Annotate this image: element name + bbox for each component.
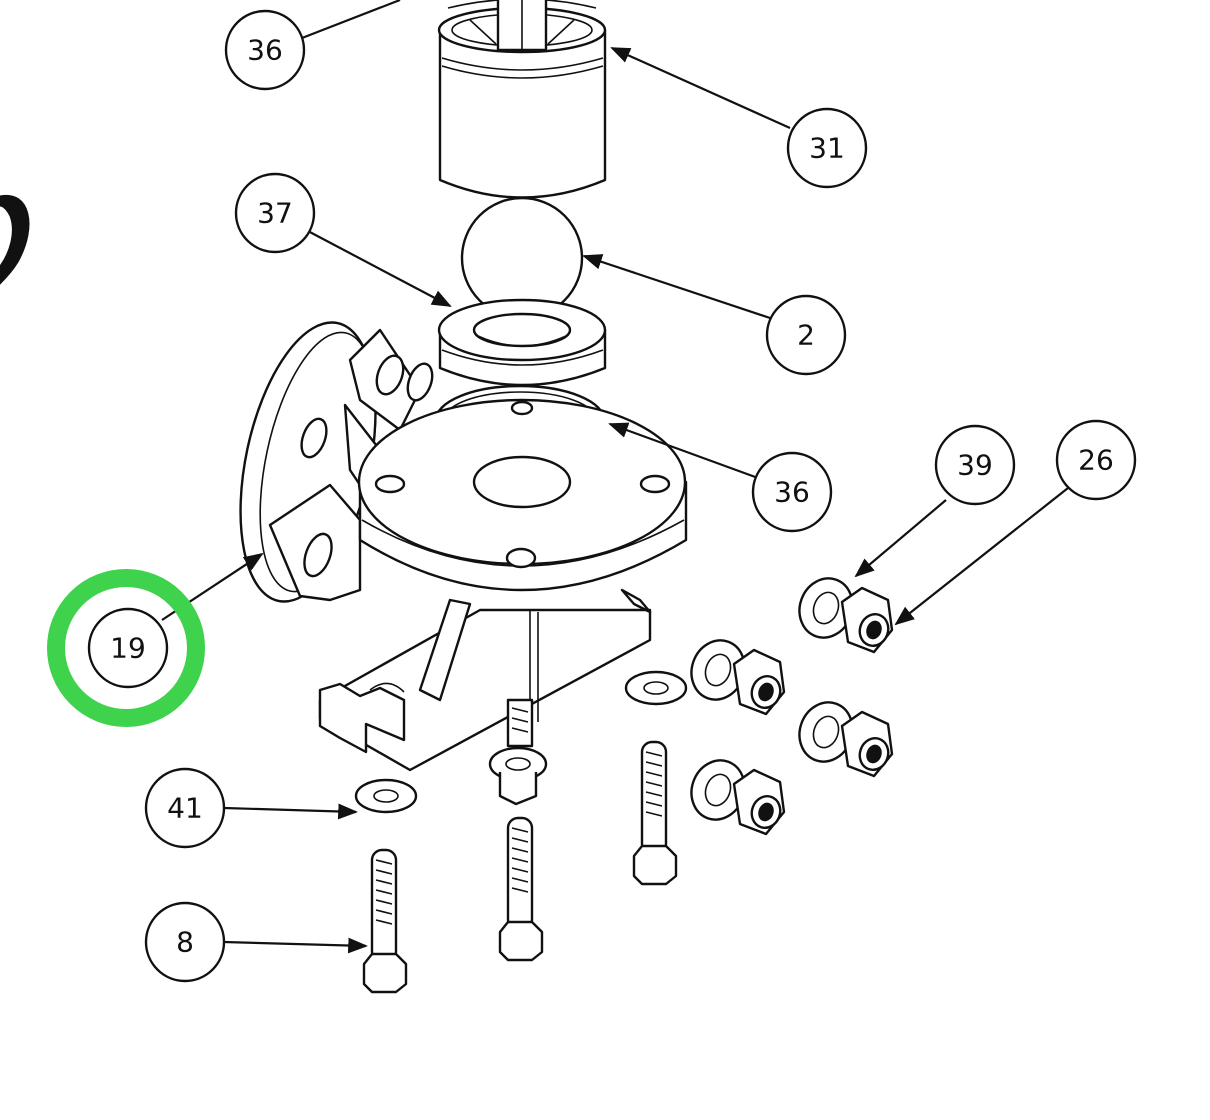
callout-label: 37 bbox=[257, 197, 293, 230]
callout-36-top[interactable]: 36 bbox=[224, 9, 306, 91]
callout-37[interactable]: 37 bbox=[234, 172, 316, 254]
callout-label: 39 bbox=[957, 449, 993, 482]
bolt-center bbox=[498, 816, 544, 962]
valve-seat-part bbox=[437, 298, 607, 387]
callout-label: 36 bbox=[774, 476, 810, 509]
callout-label: 2 bbox=[797, 319, 815, 352]
bolt-right bbox=[632, 740, 678, 886]
callout-39[interactable]: 39 bbox=[934, 424, 1016, 506]
highlight-ring bbox=[47, 569, 205, 727]
flanged-nut-center bbox=[488, 746, 548, 806]
leader-36-top bbox=[301, 0, 401, 40]
callout-19[interactable]: 19 bbox=[87, 607, 169, 689]
leader-8 bbox=[223, 937, 368, 954]
callout-26[interactable]: 26 bbox=[1055, 419, 1137, 501]
callout-2[interactable]: 2 bbox=[765, 294, 847, 376]
manifold-body-part bbox=[239, 321, 688, 772]
callout-label: 41 bbox=[167, 792, 203, 825]
leader-39 bbox=[854, 499, 947, 578]
leader-31 bbox=[610, 46, 791, 130]
valve-cage-part bbox=[437, 0, 607, 199]
washer-nut-assembly-3 bbox=[798, 701, 894, 778]
callout-label: 31 bbox=[809, 132, 845, 165]
bolt-center-upper bbox=[506, 698, 534, 748]
washer-nut-assembly-4 bbox=[690, 759, 786, 836]
bolt-left bbox=[362, 848, 408, 994]
callout-41[interactable]: 41 bbox=[144, 767, 226, 849]
leader-41 bbox=[223, 803, 358, 820]
leader-36-mid bbox=[608, 422, 759, 480]
partial-glyph-stroke bbox=[0, 194, 30, 285]
callout-36-mid[interactable]: 36 bbox=[751, 451, 833, 533]
leader-37 bbox=[305, 229, 452, 307]
callout-label: 26 bbox=[1078, 444, 1114, 477]
callout-8[interactable]: 8 bbox=[144, 901, 226, 983]
leader-26 bbox=[894, 487, 1069, 626]
flat-washer-left bbox=[354, 778, 418, 814]
washer-nut-assembly-2 bbox=[690, 639, 786, 716]
callout-31[interactable]: 31 bbox=[786, 107, 868, 189]
callout-label: 36 bbox=[247, 34, 283, 67]
flat-washer-right bbox=[624, 670, 688, 706]
callout-label: 19 bbox=[110, 632, 146, 665]
leader-2 bbox=[582, 254, 771, 320]
washer-nut-assembly-1 bbox=[798, 577, 894, 654]
callout-label: 8 bbox=[176, 926, 194, 959]
